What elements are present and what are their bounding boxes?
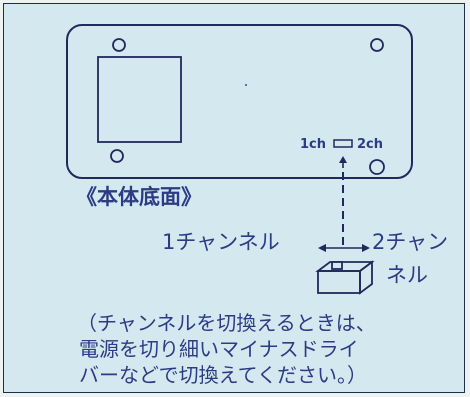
device-bottom-outline [66, 24, 413, 179]
screw-hole-top-right [370, 38, 384, 52]
label-channel-2-line1: 2チャン [372, 230, 448, 254]
screw-hole-bottom-left [110, 149, 124, 163]
label-channel-1: 1チャンネル [162, 230, 280, 254]
screw-hole-top-left [112, 38, 126, 52]
arrowhead-right [362, 244, 370, 252]
note-line-1: （チャンネルを切換えるときは、 [77, 311, 376, 335]
leader-arrowhead [339, 156, 347, 163]
note-line-3: バーなどで切換えてください。） [79, 363, 367, 387]
switch-label-2ch: 2ch [357, 137, 383, 152]
label-channel-2-line2: ネル [386, 263, 428, 287]
arrowhead-left [318, 244, 326, 252]
panel-dot [245, 84, 247, 86]
battery-compartment [97, 56, 182, 143]
channel-switch [333, 139, 353, 148]
illustration-frame [3, 3, 465, 393]
switch-label-1ch: 1ch [300, 137, 326, 152]
note-line-2: 電源を切り細いマイナスドライ [79, 337, 359, 361]
slide-switch-icon [315, 260, 375, 295]
screw-hole-bottom-right [369, 159, 385, 175]
bottom-view-title: 《本体底面》 [76, 185, 202, 209]
